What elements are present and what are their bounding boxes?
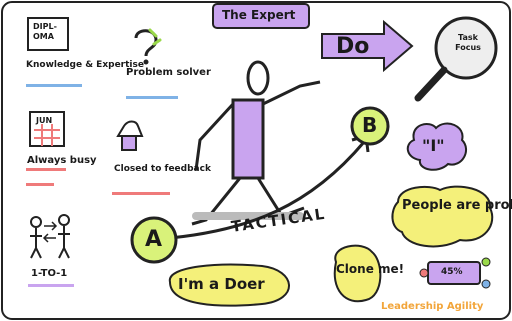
stick-figure-icon <box>191 60 321 226</box>
diploma-icon <box>27 17 69 51</box>
people-problems-text: People are problems <box>402 198 512 213</box>
calendar-icon <box>29 111 65 147</box>
percent-text: 45% <box>441 267 463 277</box>
people-icon <box>30 214 70 259</box>
one-underline <box>28 284 74 287</box>
task-focus-text: Task Focus <box>455 33 481 52</box>
doer-text: I'm a Doer <box>178 275 265 293</box>
doer-blob <box>168 263 290 307</box>
title-text: The Expert <box>222 8 296 22</box>
magnifier-icon <box>414 16 498 102</box>
point-a-text: A <box>145 227 163 252</box>
diploma-text: DIPL- OMA <box>33 22 57 41</box>
do-text: Do <box>336 34 370 59</box>
brand-text: Leadership Agility <box>381 301 484 312</box>
i-quote-text: "I" <box>422 136 445 155</box>
one-to-one-text: 1-TO-1 <box>31 268 68 279</box>
people-cloud <box>391 185 494 248</box>
percent-dot-top <box>481 257 491 267</box>
question-icon <box>134 28 162 65</box>
point-b-circle <box>350 106 390 146</box>
busy-underline-1 <box>26 168 66 171</box>
busy-underline-2 <box>26 183 54 186</box>
thumbs-down-icon <box>116 120 144 151</box>
point-a-circle <box>130 216 178 264</box>
problem-underline <box>126 96 178 99</box>
clone-blob <box>333 244 382 303</box>
arrow-icon <box>321 19 414 73</box>
percent-dot-left <box>419 268 429 278</box>
journey-path <box>169 141 366 240</box>
problem-solver-text: Problem solver <box>126 67 211 78</box>
knowledge-underline <box>26 84 82 87</box>
calendar-month-text: JUN <box>36 116 53 125</box>
always-busy-text: Always busy <box>27 155 97 166</box>
i-cloud <box>406 122 467 171</box>
percent-dot-bottom <box>481 279 491 289</box>
clone-me-text: Clone me! <box>336 262 405 276</box>
knowledge-text: Knowledge & Expertise <box>26 60 144 70</box>
point-b-text: B <box>362 113 378 137</box>
closed-underline <box>112 192 170 195</box>
closed-feedback-text: Closed to feedback <box>114 164 211 174</box>
title-box <box>212 3 310 29</box>
